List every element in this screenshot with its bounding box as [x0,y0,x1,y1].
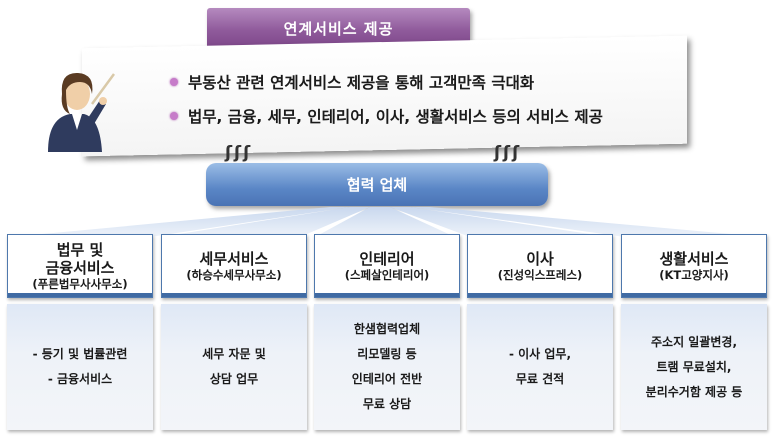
card-header: 이사 (진성익스프레스) [467,234,613,298]
bullet-icon [170,112,178,120]
service-card-tax: 세무서비스 (하승수세무사무소) 세무 자문 및 상담 업무 [161,234,307,430]
card-title: 이사 [526,249,554,268]
card-body: 한샘협력업체 리모델링 등 인테리어 전반 무료 상담 [314,304,460,430]
chain-ring-icon: ʃʃʃ [225,143,253,163]
card-title: 세무서비스 [199,249,269,268]
partners-title: 협력 업체 [346,176,408,194]
service-card-legal: 법무 및 금융서비스 (푸른법무사사무소) - 등기 및 법률관련 - 금융서비… [7,234,153,430]
card-subtitle: (진성익스프레스) [497,267,583,282]
banner-panel [82,35,687,157]
card-header: 세무서비스 (하승수세무사무소) [161,234,307,298]
connector-fan [10,207,765,237]
card-header: 법무 및 금융서비스 (푸른법무사사무소) [7,234,153,298]
service-card-living: 생활서비스 (KT고양지사) 주소지 일괄변경, 트램 무료설치, 분리수거함 … [621,234,767,430]
partners-bar: 협력 업체 [206,163,548,206]
banner-line-1: 부동산 관련 연계서비스 제공을 통해 고객만족 극대화 [170,71,534,93]
card-title: 생활서비스 [659,249,729,268]
card-title: 인테리어 [359,249,415,268]
card-body: 세무 자문 및 상담 업무 [161,304,307,430]
card-subtitle: (KT고양지사) [659,267,729,282]
card-body: - 등기 및 법률관련 - 금융서비스 [7,304,153,430]
card-header: 인테리어 (스페살인테리어) [314,234,460,298]
card-header: 생활서비스 (KT고양지사) [621,234,767,298]
card-title: 법무 및 [56,240,104,259]
card-title: 금융서비스 [45,258,115,277]
card-body: 주소지 일괄변경, 트램 무료설치, 분리수거함 제공 등 [621,304,767,430]
service-card-interior: 인테리어 (스페살인테리어) 한샘협력업체 리모델링 등 인테리어 전반 무료 … [314,234,460,430]
card-body: - 이사 업무, 무료 견적 [467,304,613,430]
bullet-icon [170,78,178,86]
card-subtitle: (스페살인테리어) [344,267,430,282]
card-subtitle: (푸른법무사사무소) [32,276,128,291]
chain-ring-icon: ʃʃʃ [494,143,522,163]
banner-line-2: 법무, 금융, 세무, 인테리어, 이사, 생활서비스 등의 서비스 제공 [170,105,603,127]
top-service-title: 연계서비스 제공 [283,20,394,38]
service-card-moving: 이사 (진성익스프레스) - 이사 업무, 무료 견적 [467,234,613,430]
presenter-icon [48,72,116,152]
card-subtitle: (하승수세무사무소) [186,267,282,282]
